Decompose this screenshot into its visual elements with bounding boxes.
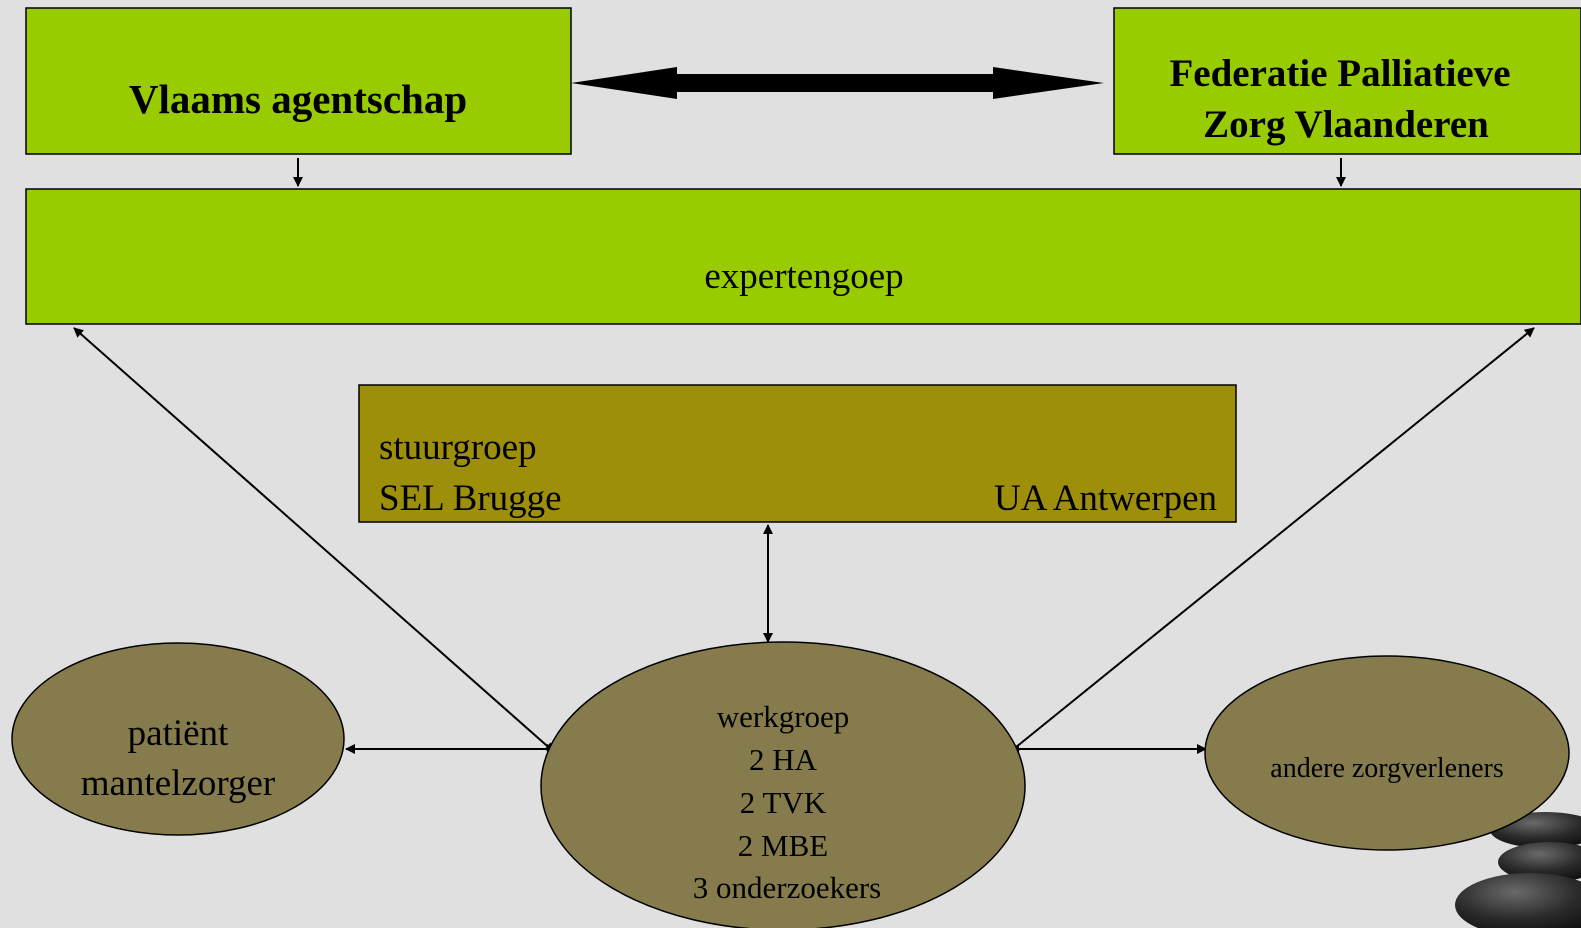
werkgroep-line-3: 2 MBE xyxy=(738,828,828,863)
werkgroep-line-0: werkgroep xyxy=(717,699,850,734)
vlaams-agentschap-label: Vlaams agentschap xyxy=(129,76,467,122)
stuurgroep-right: UA Antwerpen xyxy=(994,478,1217,519)
werkgroep-line-4: 3 onderzoekers xyxy=(693,870,882,905)
stuurgroep-left: SEL Brugge xyxy=(379,478,562,519)
patient-line2: mantelzorger xyxy=(81,763,276,804)
patient-ellipse: patiënt mantelzorger xyxy=(11,642,345,836)
andere-zorgverleners-label: andere zorgverleners xyxy=(1270,753,1503,784)
vlaams-agentschap-box: Vlaams agentschap xyxy=(25,7,572,155)
expertengroep-box: expertengoep xyxy=(25,188,1581,325)
patient-line1: patiënt xyxy=(128,713,229,754)
werkgroep-ellipse: werkgroep 2 HA 2 TVK 2 MBE 3 onderzoeker… xyxy=(540,641,1026,928)
federatie-box: Federatie Palliatieve Zorg Vlaanderen xyxy=(1113,7,1581,155)
arrow-werkgroep-experten-left xyxy=(73,327,555,753)
andere-zorgverleners-ellipse: andere zorgverleners xyxy=(1204,655,1570,851)
federatie-label-line2: Zorg Vlaanderen xyxy=(1203,103,1489,146)
federatie-label-line1: Federatie Palliatieve xyxy=(1169,52,1510,95)
expertengroep-label: expertengoep xyxy=(704,256,903,297)
werkgroep-line-2: 2 TVK xyxy=(740,785,827,820)
werkgroep-line-1: 2 HA xyxy=(749,742,818,777)
stuurgroep-box: stuurgroep SEL Brugge UA Antwerpen xyxy=(358,384,1237,523)
arrow-werkgroep-experten-right xyxy=(1009,327,1535,753)
stones-decoration xyxy=(1455,812,1581,928)
stuurgroep-title: stuurgroep xyxy=(379,427,537,468)
thick-double-arrow xyxy=(571,67,1104,99)
